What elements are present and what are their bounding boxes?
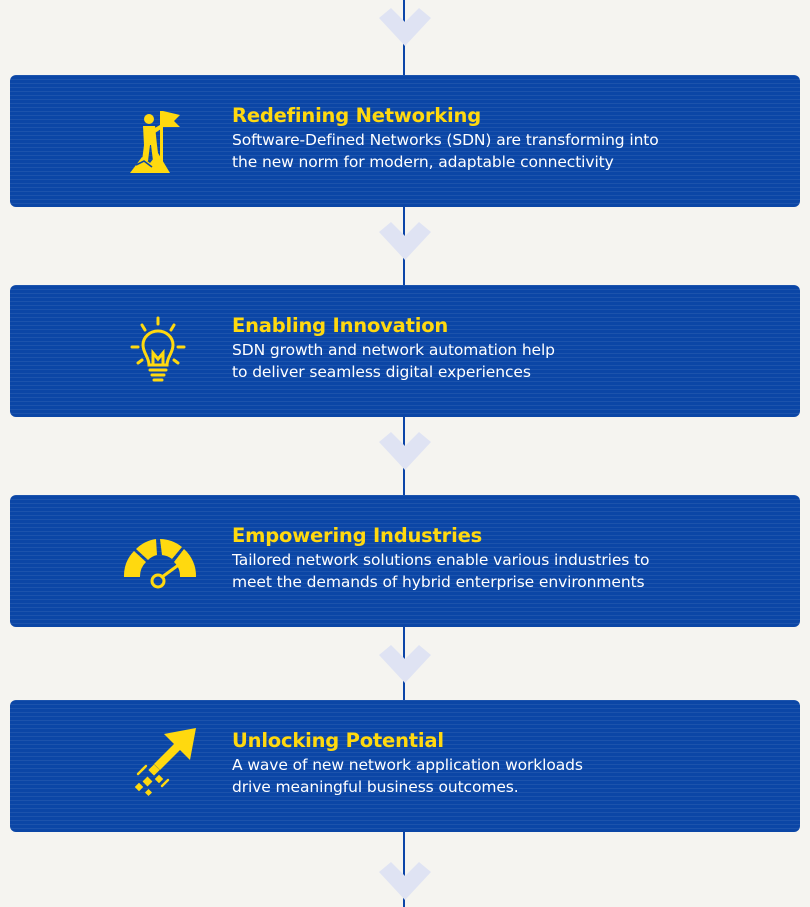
step-description-line: to deliver seamless digital experiences: [232, 363, 531, 381]
step-description: Tailored network solutions enable variou…: [232, 549, 772, 593]
step-card-empowering-industries: Empowering Industries Tailored network s…: [10, 495, 800, 627]
step-description-line: meet the demands of hybrid enterprise en…: [232, 573, 645, 591]
chevron-down-icon: [379, 8, 431, 46]
step-description: Software-Defined Networks (SDN) are tran…: [232, 129, 772, 173]
flag-climber-icon: [122, 105, 194, 177]
step-title: Empowering Industries: [232, 524, 483, 547]
step-title: Unlocking Potential: [232, 729, 444, 752]
step-description: SDN growth and network automation help t…: [232, 339, 772, 383]
step-description-line: the new norm for modern, adaptable conne…: [232, 153, 614, 171]
step-description-line: A wave of new network application worklo…: [232, 756, 583, 774]
chevron-down-icon: [379, 432, 431, 470]
step-description-line: SDN growth and network automation help: [232, 341, 555, 359]
step-card-enabling-innovation: Enabling Innovation SDN growth and netwo…: [10, 285, 800, 417]
rising-arrow-icon: [128, 726, 200, 798]
chevron-down-icon: [379, 222, 431, 260]
step-description-line: Tailored network solutions enable variou…: [232, 551, 650, 569]
lightbulb-icon: [122, 315, 194, 387]
connector-line: [403, 832, 405, 907]
step-description-line: Software-Defined Networks (SDN) are tran…: [232, 131, 659, 149]
chevron-down-icon: [379, 645, 431, 683]
step-description: A wave of new network application worklo…: [232, 754, 772, 798]
chevron-down-icon: [379, 862, 431, 900]
step-description-line: drive meaningful business outcomes.: [232, 778, 519, 796]
speedometer-icon: [120, 525, 200, 597]
step-card-unlocking-potential: Unlocking Potential A wave of new networ…: [10, 700, 800, 832]
step-card-redefining-networking: Redefining Networking Software-Defined N…: [10, 75, 800, 207]
step-title: Enabling Innovation: [232, 314, 449, 337]
step-title: Redefining Networking: [232, 104, 481, 127]
